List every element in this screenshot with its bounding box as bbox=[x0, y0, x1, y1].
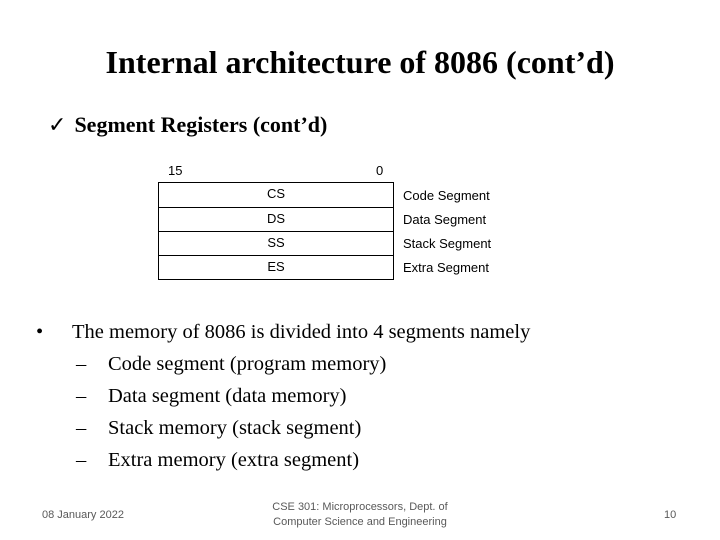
slide-subtitle: ✓ Segment Registers (cont’d) bbox=[48, 112, 327, 138]
register-ss: SS bbox=[159, 231, 393, 255]
register-es: ES bbox=[159, 255, 393, 279]
label-data-segment: Data Segment bbox=[403, 212, 487, 227]
register-cs: CS bbox=[266, 186, 286, 201]
bullet-list: • The memory of 8086 is divided into 4 se… bbox=[36, 316, 531, 476]
sub-bullet-data: –Data segment (data memory) bbox=[76, 380, 530, 412]
register-table: CS DS SS ES bbox=[158, 182, 394, 280]
bit-label-high: 15 bbox=[168, 163, 183, 178]
footer-course: CSE 301: Microprocessors, Dept. of Compu… bbox=[260, 500, 460, 530]
sub-bullet-extra: –Extra memory (extra segment) bbox=[76, 444, 530, 476]
footer-course-line2: Computer Science and Engineering bbox=[273, 516, 447, 528]
bullet-main: • The memory of 8086 is divided into 4 se… bbox=[36, 316, 531, 348]
sub-bullet-dash: – bbox=[76, 417, 87, 439]
segment-register-diagram: 15 0 CS DS SS ES Code Segment Data Segme… bbox=[150, 160, 510, 290]
bit-label-low: 0 bbox=[376, 163, 384, 178]
page-number: 10 bbox=[664, 509, 677, 521]
check-icon: ✓ bbox=[48, 113, 67, 138]
label-stack-segment: Stack Segment bbox=[403, 236, 492, 251]
label-code-segment: Code Segment bbox=[403, 188, 490, 203]
footer-course-line1: CSE 301: Microprocessors, Dept. of bbox=[272, 501, 448, 513]
subtitle-text: Segment Registers (cont’d) bbox=[74, 112, 328, 137]
slide-title: Internal architecture of 8086 (cont’d) bbox=[105, 44, 615, 80]
bullet-main-text: The memory of 8086 is divided into 4 seg… bbox=[72, 321, 531, 343]
register-ds: DS bbox=[159, 207, 393, 231]
sub-bullet-text: Extra memory (extra segment) bbox=[108, 449, 360, 471]
sub-bullet-dash: – bbox=[76, 353, 87, 375]
footer-date: 08 January 2022 bbox=[42, 509, 124, 521]
sub-bullet-dash: – bbox=[76, 385, 87, 407]
sub-bullet-text: Stack memory (stack segment) bbox=[108, 417, 362, 439]
sub-bullet-code: –Code segment (program memory) bbox=[76, 348, 530, 380]
label-extra-segment: Extra Segment bbox=[403, 260, 489, 275]
sub-bullet-text: Code segment (program memory) bbox=[108, 353, 387, 375]
sub-bullet-stack: –Stack memory (stack segment) bbox=[76, 412, 530, 444]
sub-bullet-dash: – bbox=[76, 449, 87, 471]
bullet-dot: • bbox=[36, 321, 44, 343]
sub-bullet-text: Data segment (data memory) bbox=[108, 385, 347, 407]
